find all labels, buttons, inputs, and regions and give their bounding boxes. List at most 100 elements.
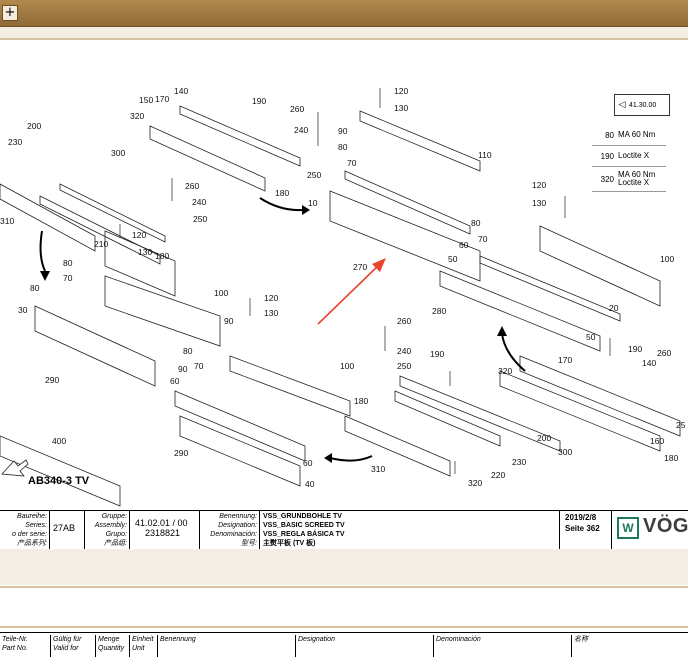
- rail-20: [479, 255, 621, 322]
- flow-arrow-2: [39, 230, 46, 272]
- svg-text:120: 120: [532, 180, 546, 190]
- svg-text:20: 20: [609, 303, 619, 313]
- grupo-value: 2318821: [145, 528, 181, 538]
- svg-text:80: 80: [30, 283, 40, 293]
- svg-text:160: 160: [650, 436, 664, 446]
- col-designation: Designation: [296, 635, 434, 657]
- svg-text:260: 260: [657, 348, 671, 358]
- svg-text:120: 120: [264, 293, 278, 303]
- assembly-values: 41.02.01 / 00 2318821: [130, 511, 200, 549]
- col-denominacion: Denominación: [434, 635, 572, 657]
- svg-text:190: 190: [252, 96, 266, 106]
- svg-text:310: 310: [371, 464, 385, 474]
- svg-text:140: 140: [174, 86, 188, 96]
- svg-text:70: 70: [347, 158, 357, 168]
- svg-text:270: 270: [353, 262, 367, 272]
- plate-upper-left: [104, 230, 176, 297]
- col-name-cn: 名称: [574, 636, 588, 643]
- svg-text:120: 120: [394, 86, 408, 96]
- svg-text:10: 10: [308, 198, 318, 208]
- svg-text:40: 40: [305, 479, 315, 489]
- series-labels: Baureihe: Series: o der serie: 产品系列:: [0, 511, 50, 549]
- model-name: AB340-3 TV: [28, 475, 90, 487]
- svg-text:300: 300: [558, 447, 572, 457]
- col-benennung: Benennung: [158, 635, 296, 657]
- date-page-cell: 2019/2/8 Seite 362: [560, 511, 612, 549]
- date: 2019/2/8: [565, 513, 597, 522]
- svg-text:260: 260: [290, 104, 304, 114]
- svg-text:60: 60: [303, 458, 313, 468]
- svg-text:130: 130: [264, 308, 278, 318]
- svg-text:170: 170: [155, 94, 169, 104]
- svg-text:180: 180: [155, 251, 169, 261]
- svg-text:25: 25: [676, 420, 686, 430]
- plate-400: [0, 435, 121, 507]
- top-band: [0, 27, 688, 38]
- rail-310: [0, 183, 96, 252]
- series-value-cell: 27AB: [50, 511, 85, 549]
- svg-text:120: 120: [132, 230, 146, 240]
- svg-text:100: 100: [214, 288, 228, 298]
- svg-text:290: 290: [45, 375, 59, 385]
- svg-text:180: 180: [275, 188, 289, 198]
- svg-text:290: 290: [174, 448, 188, 458]
- col-part-no: Teile-Nr.Part No.: [0, 635, 51, 657]
- plate-100-left: [104, 275, 221, 347]
- svg-text:50: 50: [586, 332, 596, 342]
- svg-text:320: 320: [468, 478, 482, 488]
- rail-60: [174, 390, 306, 462]
- add-button[interactable]: +: [2, 5, 18, 21]
- series-value: 27AB: [53, 523, 76, 533]
- rail-200: [59, 183, 166, 243]
- rail-300: [149, 125, 266, 192]
- title-block: Baureihe: Series: o der serie: 产品系列: 27A…: [0, 510, 688, 550]
- svg-text:180: 180: [664, 453, 678, 463]
- svg-text:50: 50: [448, 254, 458, 264]
- legend-row: 320 MA 60 Nm Loctite X: [592, 167, 666, 192]
- logo-text: VÖGE: [643, 515, 688, 537]
- flow-arrow-1: [259, 197, 303, 212]
- flow-arrow-4: [501, 333, 526, 372]
- assembly-value: 41.02.01 / 00: [135, 518, 188, 528]
- svg-text:220: 220: [491, 470, 505, 480]
- designation-values: VSS_GRUNDBOHLE TV VSS_BASIC SCREED TV VS…: [260, 511, 560, 549]
- reference-number: 41.30.00: [629, 101, 657, 109]
- rail-mid: [344, 170, 471, 235]
- svg-text:230: 230: [8, 137, 22, 147]
- rail-220: [394, 390, 501, 447]
- red-arrow: [317, 263, 381, 325]
- svg-text:70: 70: [63, 273, 73, 283]
- plate-270: [329, 190, 481, 282]
- rail-140-right: [519, 355, 681, 437]
- lower-rule: [0, 586, 688, 588]
- svg-text:130: 130: [394, 103, 408, 113]
- svg-text:30: 30: [18, 305, 28, 315]
- plate-100-right: [539, 225, 661, 307]
- svg-text:130: 130: [532, 198, 546, 208]
- svg-text:320: 320: [130, 111, 144, 121]
- rail-160: [499, 370, 661, 452]
- svg-text:70: 70: [194, 361, 204, 371]
- svg-text:250: 250: [397, 361, 411, 371]
- plate-110: [359, 110, 481, 172]
- svg-text:70: 70: [478, 234, 488, 244]
- svg-text:240: 240: [294, 125, 308, 135]
- svg-text:140: 140: [642, 358, 656, 368]
- rail-200-right: [399, 375, 561, 452]
- svg-text:100: 100: [340, 361, 354, 371]
- svg-text:300: 300: [111, 148, 125, 158]
- rail-290-left: [34, 305, 156, 387]
- svg-text:60: 60: [170, 376, 180, 386]
- top-rule: [0, 38, 688, 40]
- svg-text:100: 100: [660, 254, 674, 264]
- svg-text:250: 250: [193, 214, 207, 224]
- svg-text:280: 280: [432, 306, 446, 316]
- svg-text:250: 250: [307, 170, 321, 180]
- svg-text:110: 110: [478, 150, 492, 160]
- svg-text:80: 80: [338, 142, 348, 152]
- parts-header-rule: [0, 626, 688, 628]
